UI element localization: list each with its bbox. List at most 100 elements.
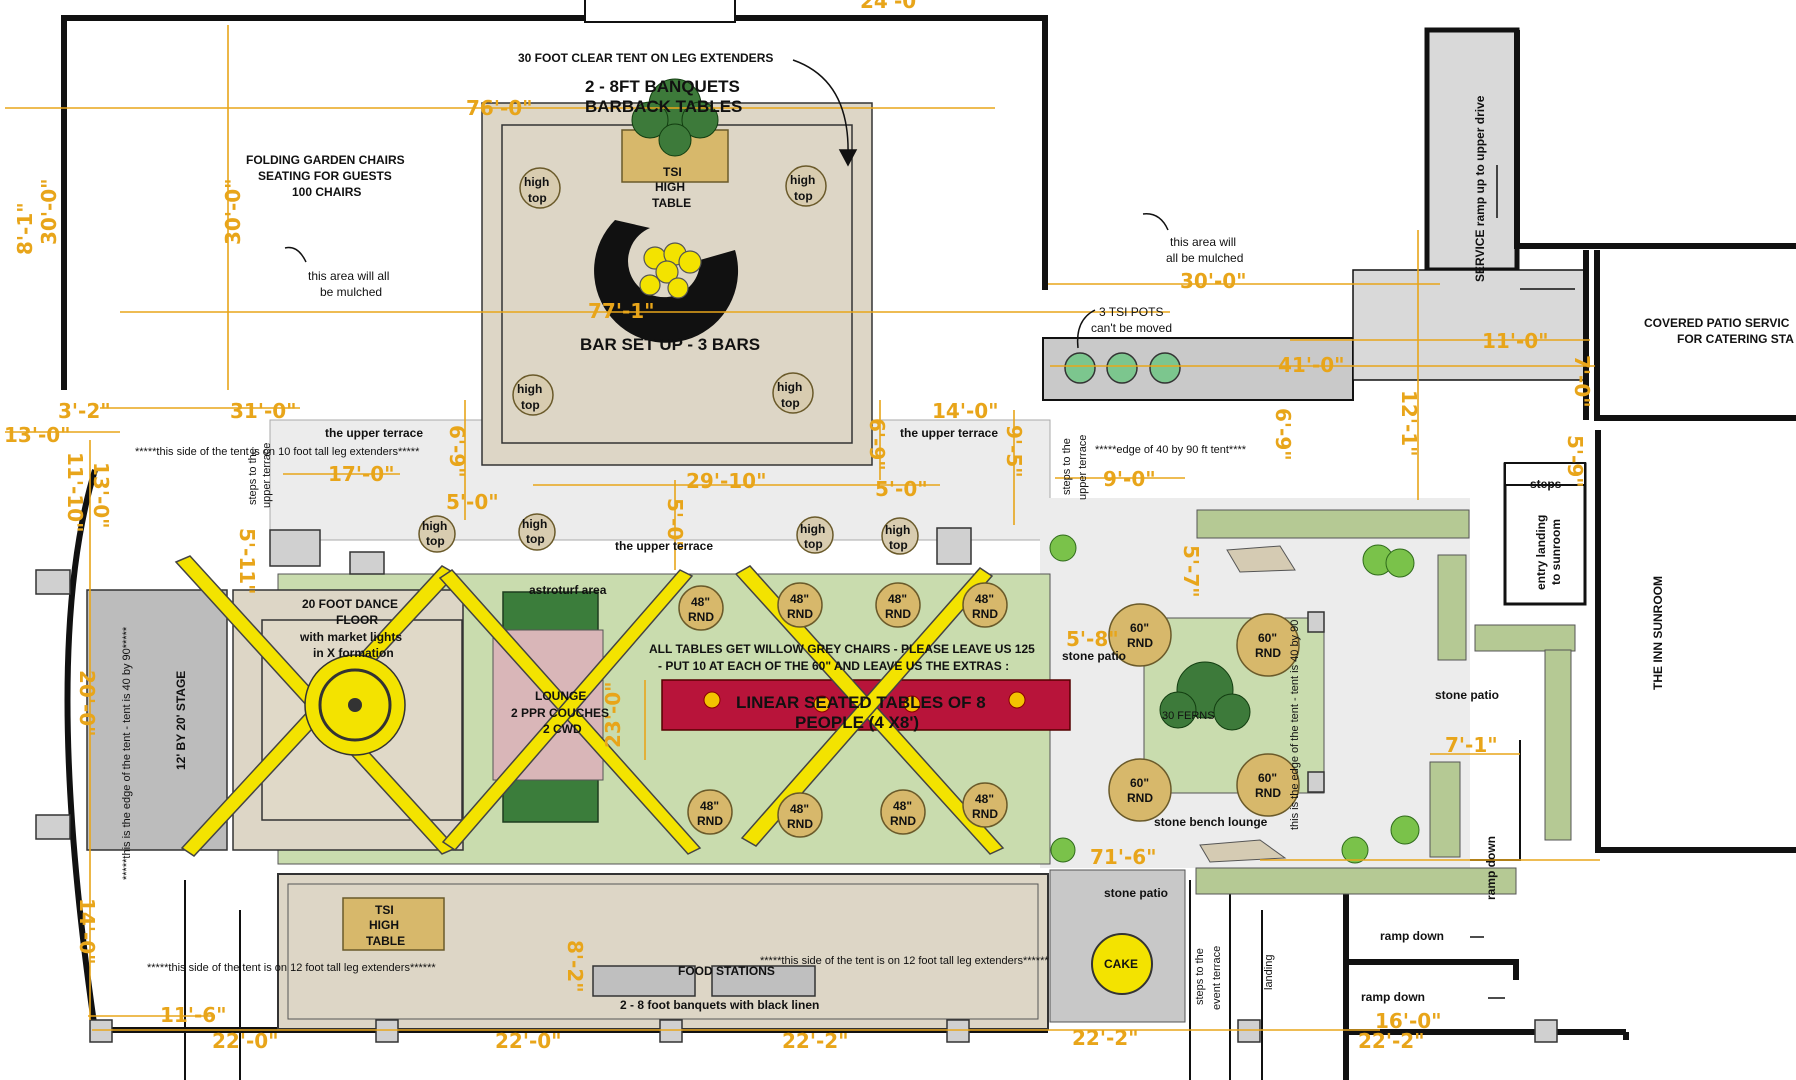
curved-arrow-icon — [792, 59, 849, 156]
rnd-label: RND — [787, 607, 813, 621]
ramp-down-1: ramp down — [1484, 836, 1498, 900]
folding-line-3: 100 CHAIRS — [292, 185, 361, 199]
rnd-label: RND — [972, 607, 998, 621]
high-top-label: high — [522, 517, 547, 531]
linear-line-2: PEOPLE (4 X8') — [795, 713, 919, 732]
high-top-label: high — [790, 173, 815, 187]
dim-23: 23'-0" — [601, 681, 625, 748]
dim-76: 76'-0" — [466, 96, 533, 120]
stage-label: 12' BY 20' STAGE — [174, 671, 188, 770]
rnd-size: 48" — [888, 592, 907, 606]
tsi-high-line-1: TSI — [663, 165, 682, 179]
rnd-size: 48" — [700, 799, 719, 813]
dim-5-0-b: 5'-0" — [875, 477, 928, 501]
plan-labels: 30 FOOT CLEAR TENT ON LEG EXTENDERS 2 - … — [121, 51, 1794, 1012]
folding-line-2: SEATING FOR GUESTS — [258, 169, 392, 183]
high-top-label: top — [889, 538, 908, 552]
dim-5-9: 5'-9" — [1563, 435, 1587, 488]
covered-patio-1: COVERED PATIO SERVIC — [1644, 316, 1790, 330]
dim-31: 31'-0" — [230, 399, 297, 423]
round-table-labels: 48" RND 48" RND 48" RND 48" RND 48" RND … — [688, 592, 1281, 831]
mulch-left-2: be mulched — [320, 285, 382, 299]
dance-line-1: 20 FOOT DANCE — [302, 597, 398, 611]
dim-22-b: 22'-0" — [495, 1029, 562, 1053]
high-top-label: top — [781, 396, 800, 410]
high-top-label: high — [800, 522, 825, 536]
side-12ft-2: *****this side of the tent is on 12 foot… — [760, 955, 1049, 967]
dim-22-a: 22'-0" — [212, 1029, 279, 1053]
side-10ft: *****this side of the tent is on 10 foot… — [135, 446, 420, 458]
high-top-label: top — [521, 398, 540, 412]
food-banquets: 2 - 8 foot banquets with black linen — [620, 998, 819, 1012]
dance-line-3: with market lights — [299, 630, 402, 644]
rnd-size: 48" — [975, 592, 994, 606]
side-12ft-1: *****this side of the tent is on 12 foot… — [147, 962, 436, 974]
steps-upper-1: steps to the — [247, 448, 259, 505]
rnd-label: RND — [1255, 786, 1281, 800]
high-top-label: high — [524, 175, 549, 189]
steps-event-2: event terrace — [1211, 946, 1223, 1010]
ferns-label: 30 FERNS — [1162, 710, 1215, 722]
stone-bench-label: stone bench lounge — [1154, 815, 1268, 829]
lounge-line-1: LOUNGE — [535, 689, 586, 703]
rnd-size: 60" — [1258, 631, 1277, 645]
cake-label: CAKE — [1104, 957, 1138, 971]
curved-arrow-icon — [284, 246, 307, 263]
annotation-arrows — [284, 59, 1575, 999]
stage — [86, 589, 228, 851]
willow-line-1: ALL TABLES GET WILLOW GREY CHAIRS - PLEA… — [649, 642, 1035, 656]
dim-6-9-b: 6'-9" — [865, 418, 889, 471]
tsi-bottom-2: HIGH — [369, 918, 399, 932]
dim-3-2: 3'-2" — [58, 399, 111, 423]
upper-terrace-label-1: the upper terrace — [325, 426, 423, 440]
dim-5-8: 5'-8" — [1066, 627, 1119, 651]
dim-24: 24'-0" — [860, 0, 927, 13]
building-walls — [61, 0, 1796, 1080]
rnd-label: RND — [1127, 791, 1153, 805]
tree-icon — [631, 78, 719, 157]
willow-line-2: - PUT 10 AT EACH OF THE 60" AND LEAVE US… — [658, 659, 1009, 673]
tsi-bottom-3: TABLE — [366, 934, 405, 948]
high-top-label: top — [426, 534, 445, 548]
astroturf-label: astroturf area — [529, 583, 607, 597]
dimension-texts: 24'-0" 76'-0" 30'-0" 8'-1" 30'-0" 77'-1"… — [4, 0, 1594, 1053]
dim-6-9-a: 6'-9" — [445, 425, 469, 478]
ramp-down-2: ramp down — [1380, 929, 1444, 943]
dim-5-11: 5'-11" — [235, 528, 259, 595]
dim-17: 17'-0" — [328, 462, 395, 486]
tsi-high-line-2: HIGH — [655, 180, 685, 194]
steps-upper-4: upper terrace — [1077, 435, 1089, 500]
dim-7-1: 7'-1" — [1445, 733, 1498, 757]
rnd-label: RND — [688, 610, 714, 624]
linear-line-1: LINEAR SEATED TABLES OF 8 — [736, 693, 986, 712]
lounge-line-2: 2 PPR COUCHES — [511, 706, 609, 720]
dim-9: 9'-0" — [1103, 467, 1156, 491]
food-table-2 — [711, 965, 816, 997]
covered-patio-2: FOR CATERING STA — [1677, 332, 1794, 346]
dimension-lines — [5, 25, 1600, 1031]
steps-event-1: steps to the — [1194, 948, 1206, 1005]
stone-patio-label-1: stone patio — [1062, 649, 1126, 663]
service-ramp: SERVICE ramp up to upper drive — [1473, 95, 1487, 282]
rnd-label: RND — [972, 807, 998, 821]
dim-5-0-vertical: 5'-0" — [663, 498, 687, 551]
curved-arrow-icon — [1142, 213, 1169, 231]
tent-title: 30 FOOT CLEAR TENT ON LEG EXTENDERS — [518, 51, 773, 65]
upper-terrace-label-3: the upper terrace — [615, 539, 713, 553]
high-top-label: high — [517, 382, 542, 396]
steps-upper-3: steps to the — [1061, 438, 1073, 495]
rnd-size: 60" — [1258, 771, 1277, 785]
stone-patio-label-3: stone patio — [1104, 886, 1168, 900]
food-table-1 — [592, 965, 696, 997]
steps-label: steps — [1530, 477, 1562, 491]
rnd-size: 48" — [790, 802, 809, 816]
truss-lights — [174, 555, 1005, 857]
edge-vertical-left: *****this is the edge of the tent - tent… — [121, 626, 133, 880]
tsi-pots — [1064, 352, 1181, 384]
rnd-label: RND — [1127, 636, 1153, 650]
high-top-label: top — [528, 191, 547, 205]
dim-12: 12'-1" — [1397, 390, 1421, 457]
dim-16: 16'-0" — [1375, 1009, 1442, 1033]
stone-patio-label-2: stone patio — [1435, 688, 1499, 702]
